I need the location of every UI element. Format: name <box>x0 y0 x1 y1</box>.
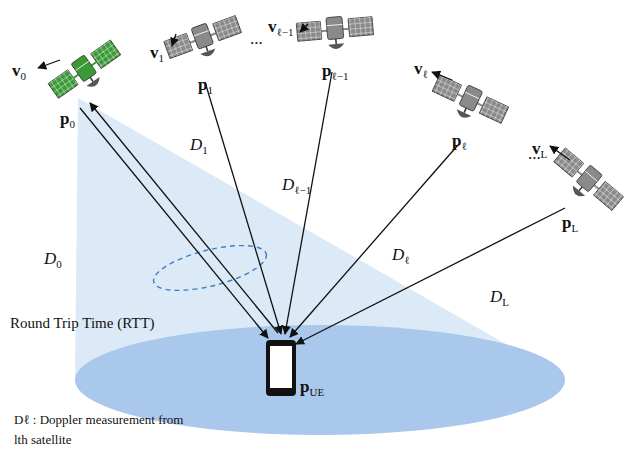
symbol-subscript: ℓ−1 <box>294 184 311 196</box>
symbol-subscript: 0 <box>69 118 75 130</box>
symbol-subscript: 1 <box>159 52 165 64</box>
symbol-subscript: ℓ <box>404 254 409 266</box>
symbol-label: v1 <box>150 44 164 61</box>
symbol-base: D <box>190 135 202 154</box>
symbol-label: pL <box>562 214 578 231</box>
symbol-subscript: 1 <box>202 144 208 156</box>
symbol-subscript: L <box>502 296 509 308</box>
symbol-label: p1 <box>198 76 213 93</box>
symbol-subscript: 0 <box>56 258 62 270</box>
symbol-label: D1 <box>190 136 208 153</box>
symbol-base: v <box>268 17 277 36</box>
symbol-base: p <box>300 377 309 396</box>
symbol-subscript: ℓ <box>461 140 466 152</box>
symbol-subscript: 1 <box>207 84 213 96</box>
symbol-subscript: ℓ−1 <box>331 70 348 82</box>
symbol-label: vL <box>532 140 547 157</box>
symbol-label: p0 <box>60 110 75 127</box>
symbol-label: v0 <box>12 62 26 79</box>
symbol-base: D <box>44 249 56 268</box>
symbol-subscript: ℓ−1 <box>277 26 294 38</box>
symbol-base: p <box>198 75 207 94</box>
symbol-label: Dℓ−1 <box>282 176 311 193</box>
symbol-subscript: 0 <box>21 70 27 82</box>
symbol-label: DL <box>490 288 509 305</box>
symbol-label: vℓ <box>414 60 428 77</box>
symbol-label: pUE <box>300 378 324 395</box>
symbol-base: p <box>322 61 331 80</box>
note-text: Dℓ : Doppler measurement from lth satell… <box>14 410 189 449</box>
symbol-base: p <box>452 131 461 150</box>
symbol-label: D0 <box>44 250 62 267</box>
symbol-base: v <box>150 43 159 62</box>
symbol-label: vℓ−1 <box>268 18 293 35</box>
symbol-base: p <box>60 109 69 128</box>
symbol-base: D <box>490 287 502 306</box>
symbol-subscript: ℓ <box>423 68 428 80</box>
symbol-subscript: UE <box>309 386 324 398</box>
symbol-subscript: L <box>571 222 578 234</box>
symbol-base: v <box>12 61 21 80</box>
symbol-base: p <box>562 213 571 232</box>
symbol-base: v <box>532 139 541 158</box>
symbol-label: pℓ <box>452 132 467 149</box>
symbol-base: v <box>414 59 423 78</box>
symbol-subscript: L <box>541 148 548 160</box>
symbol-label: Dℓ <box>392 246 410 263</box>
symbol-label: ... <box>250 30 263 47</box>
symbol-base: D <box>282 175 294 194</box>
symbol-base: D <box>392 245 404 264</box>
symbol-label: pℓ−1 <box>322 62 348 79</box>
symbol-label: Round Trip Time (RTT) <box>10 316 155 331</box>
